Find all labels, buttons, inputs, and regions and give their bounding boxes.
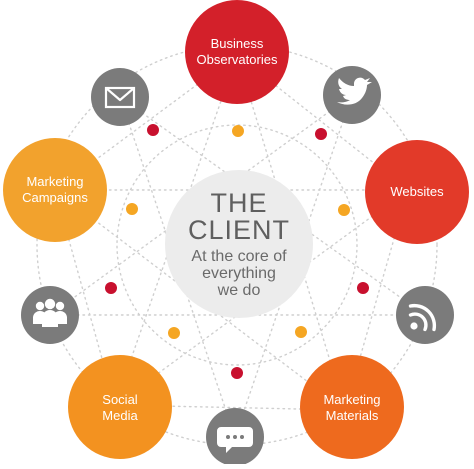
connector-dot — [295, 326, 307, 338]
node-marketing-campaigns — [3, 138, 107, 242]
rss-icon — [396, 286, 454, 344]
envelope-icon — [91, 68, 149, 126]
social-media-line1: Social — [102, 392, 138, 407]
node-websites — [365, 140, 469, 244]
center-text-block: THE CLIENT At the core of everything we … — [165, 170, 313, 318]
inner-ring — [116, 124, 358, 366]
connector-dot — [126, 203, 138, 215]
link-line — [54, 189, 116, 406]
marketing-campaigns-line1: Marketing — [26, 174, 84, 189]
connector-dot — [105, 282, 117, 294]
center-title-line1: THE — [210, 187, 268, 218]
connector-dot — [338, 204, 350, 216]
marketing-campaigns-label: Marketing Campaigns — [3, 170, 107, 210]
marketing-materials-line1: Marketing — [323, 392, 381, 407]
center-subtitle: At the core of everything we do — [191, 248, 286, 299]
connector-dot — [231, 367, 243, 379]
link-line — [114, 54, 238, 406]
marketing-materials-label: Marketing Materials — [300, 388, 404, 428]
connector-dot — [147, 124, 159, 136]
websites-label: Websites — [365, 182, 469, 202]
link-line — [234, 94, 353, 438]
social-media-label: Social Media — [68, 388, 172, 428]
twitter-icon — [323, 66, 381, 124]
marketing-campaigns-line2: Campaigns — [22, 190, 88, 205]
node-social-media — [68, 355, 172, 459]
connector-dots — [105, 124, 369, 379]
websites-line1: Websites — [390, 184, 444, 199]
center-subtitle-line3: we do — [217, 281, 261, 299]
business-observatories-line2: Observatories — [196, 52, 278, 67]
center-title-line2: CLIENT — [187, 214, 291, 245]
marketing-materials-line2: Materials — [325, 408, 379, 423]
social-media-line2: Media — [102, 408, 138, 423]
center-subtitle-line2: everything — [202, 264, 276, 282]
center-circle — [165, 170, 313, 318]
connector-dot — [168, 327, 180, 339]
node-marketing-materials — [300, 355, 404, 459]
connector-dot — [357, 282, 369, 294]
center-subtitle-line1: At the core of — [191, 247, 287, 265]
connector-dot — [232, 125, 244, 137]
users-icon — [21, 286, 79, 344]
chat-bubble-icon — [206, 408, 264, 466]
link-line — [236, 54, 346, 411]
node-business-observatories — [185, 0, 289, 104]
business-observatories-label: Business Observatories — [185, 32, 289, 72]
connector-dot — [315, 128, 327, 140]
link-line — [119, 96, 236, 438]
business-observatories-line1: Business — [210, 36, 264, 51]
